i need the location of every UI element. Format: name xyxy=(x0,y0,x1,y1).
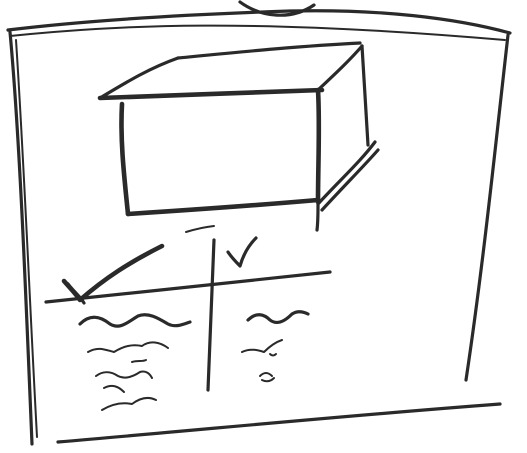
list-item xyxy=(80,315,190,326)
box-3d xyxy=(100,43,378,230)
list-item xyxy=(88,342,168,352)
list-item xyxy=(96,371,152,378)
list-item xyxy=(102,398,156,410)
right-column-items xyxy=(242,312,308,382)
table-horizontal-divider xyxy=(46,272,330,302)
small-dash-mark xyxy=(186,226,214,232)
comparison-table xyxy=(46,226,330,410)
box-top-face xyxy=(100,58,178,98)
left-column-items xyxy=(80,315,190,410)
box-front-face xyxy=(100,90,322,98)
small-checkmark-icon xyxy=(228,238,256,266)
box-right-face xyxy=(362,46,368,145)
list-item xyxy=(260,373,272,376)
card-outline xyxy=(8,11,510,444)
list-item xyxy=(242,340,282,352)
table-vertical-divider xyxy=(208,240,214,390)
list-item xyxy=(248,312,308,323)
list-item xyxy=(104,386,124,392)
